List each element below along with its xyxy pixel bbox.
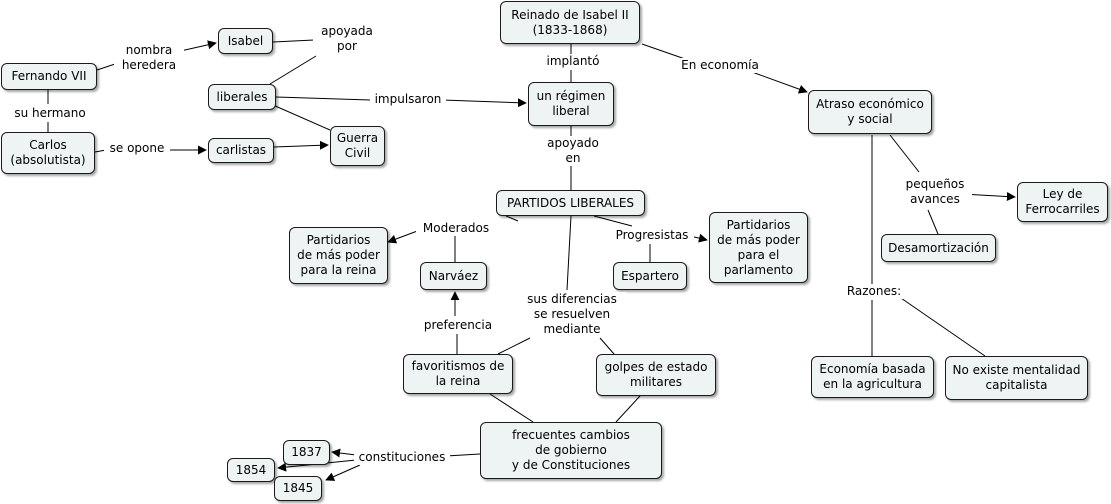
label-se-opone: se opone [104, 141, 170, 156]
label-pequenos-avances: pequeños avances [898, 177, 972, 207]
label-moderados: Moderados [416, 221, 496, 236]
link-razones-mentalidad [897, 295, 986, 357]
link-liberales-impulsaron [275, 96, 371, 101]
link-economia-atraso [751, 71, 808, 94]
node-partidarios-parlamento[interactable]: Partidarios de más poder para el parlame… [709, 212, 808, 283]
node-desamortizacion[interactable]: Desamortización [881, 234, 996, 262]
node-year-1845[interactable]: 1845 [274, 476, 322, 501]
link-avances-desamortizacion [927, 209, 939, 235]
label-implanto: implantó [540, 54, 606, 69]
link-frecuentes-constituciones [445, 453, 481, 457]
link-favoritismos-frecuentes [489, 393, 534, 423]
node-partidarios-reina[interactable]: Partidarios de más poder para la reina [289, 227, 388, 284]
link-partidos-diferencias [566, 215, 572, 291]
label-progresistas: Progresistas [610, 228, 694, 243]
node-carlistas[interactable]: carlistas [208, 138, 274, 163]
link-impulsaron-regimen [441, 98, 527, 108]
node-isabel[interactable]: Isabel [218, 28, 273, 54]
link-reinado-economia [641, 43, 689, 61]
link-carlistas-guerra [273, 140, 329, 150]
node-ley-ferrocarriles[interactable]: Ley de Ferrocarriles [1017, 182, 1108, 222]
link-diferencias-golpes [599, 337, 615, 355]
link-apoyada-liberales [269, 55, 317, 85]
link-isabel-apoyada [272, 39, 315, 43]
node-espartero[interactable]: Espartero [613, 262, 687, 290]
link-diferencias-favoritismos [497, 337, 531, 355]
node-mentalidad-capitalista[interactable]: No existe mentalidad capitalista [945, 356, 1088, 400]
link-partidos-moderados [505, 215, 519, 222]
link-moderados-partidarios [387, 229, 421, 244]
node-frecuentes-cambios[interactable]: frecuentes cambios de gobierno y de Cons… [480, 422, 662, 479]
link-constituciones-1837 [331, 448, 357, 458]
node-year-1854[interactable]: 1854 [227, 458, 275, 482]
node-golpes-estado[interactable]: golpes de estado militares [596, 354, 716, 396]
link-atraso-avances [889, 134, 920, 173]
node-reinado-isabel-ii[interactable]: Reinado de Isabel II (1833-1868) [500, 1, 640, 44]
node-favoritismos[interactable]: favoritismos de la reina [403, 354, 513, 394]
label-sus-diferencias: sus diferencias se resuelven mediante [518, 292, 626, 337]
label-constituciones: constituciones [354, 450, 450, 465]
node-liberales[interactable]: liberales [208, 84, 276, 110]
link-constituciones-1845 [325, 464, 361, 481]
label-impulsaron: impulsaron [370, 92, 446, 107]
label-en-economia: En economía [676, 58, 764, 73]
link-partidos-progresistas [593, 215, 633, 227]
node-year-1837[interactable]: 1837 [283, 440, 330, 465]
node-atraso-economico[interactable]: Atraso económico y social [808, 90, 932, 134]
node-carlos[interactable]: Carlos (absolutista) [1, 132, 95, 174]
label-apoyado-en: apoyado en [538, 136, 608, 166]
node-economia-agricultura[interactable]: Economía basada en la agricultura [811, 356, 934, 398]
link-liberales-guerra [272, 104, 331, 131]
link-golpes-frecuentes [615, 395, 641, 423]
node-narvaez[interactable]: Narváez [420, 262, 487, 290]
node-fernando-vii[interactable]: Fernando VII [1, 63, 97, 90]
node-partidos-liberales[interactable]: PARTIDOS LIBERALES [496, 190, 645, 216]
label-nombra-heredera: nombra heredera [114, 43, 184, 73]
label-su-hermano: su hermano [7, 106, 93, 121]
node-guerra-civil[interactable]: Guerra Civil [330, 126, 385, 166]
label-preferencia: preferencia [418, 318, 498, 333]
node-regimen-liberal[interactable]: un régimen liberal [528, 82, 614, 126]
label-razones: Razones: [840, 284, 908, 299]
label-apoyada-por: apoyada por [313, 24, 381, 54]
